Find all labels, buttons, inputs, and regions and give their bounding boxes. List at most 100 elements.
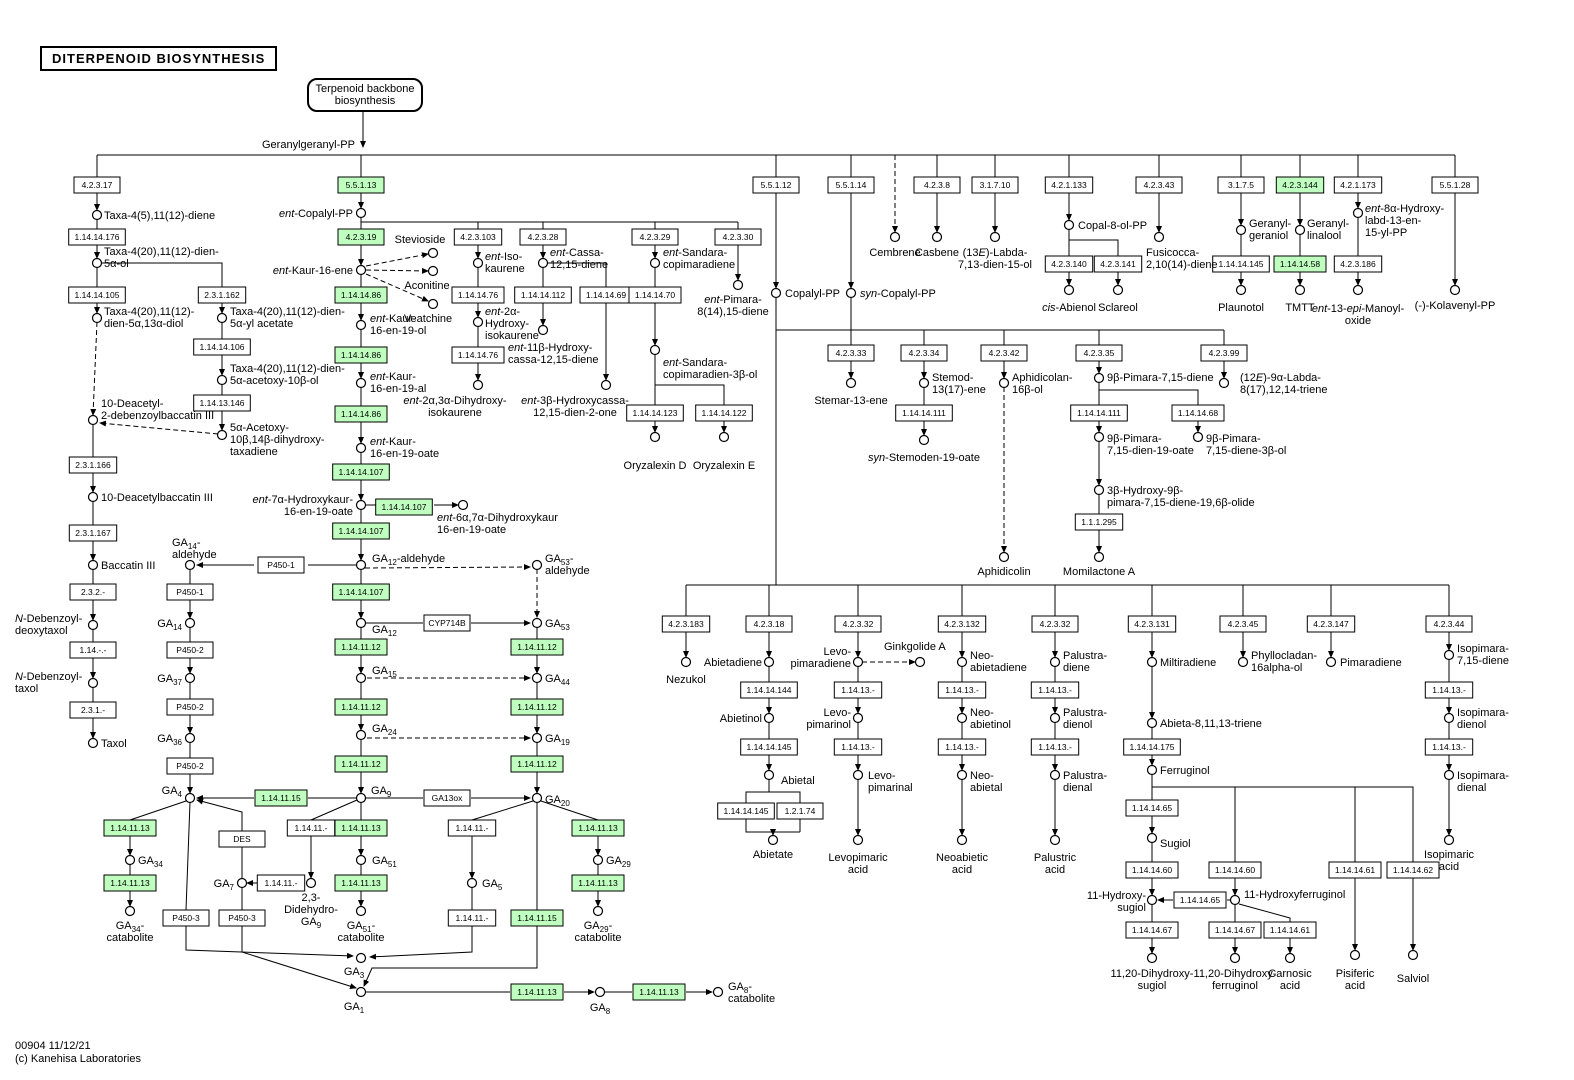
enzyme-box[interactable]	[740, 681, 798, 699]
compound-node[interactable]	[91, 312, 103, 324]
compound-node[interactable]	[184, 617, 196, 629]
compound-node[interactable]	[592, 854, 604, 866]
compound-node[interactable]	[1093, 484, 1105, 496]
enzyme-box[interactable]	[980, 344, 1028, 362]
compound-node[interactable]	[1218, 377, 1230, 389]
compound-node[interactable]	[216, 429, 228, 441]
compound-node[interactable]	[956, 769, 968, 781]
compound-node[interactable]	[1049, 656, 1061, 668]
compound-node[interactable]	[998, 377, 1010, 389]
compound-node[interactable]	[1449, 284, 1461, 296]
enzyme-box[interactable]	[971, 176, 1019, 194]
compound-node[interactable]	[998, 551, 1010, 563]
compound-node[interactable]	[355, 442, 367, 454]
enzyme-box[interactable]	[833, 738, 883, 756]
enzyme-box[interactable]	[334, 698, 388, 716]
compound-node[interactable]	[184, 672, 196, 684]
enzyme-box[interactable]	[423, 789, 471, 807]
enzyme-box[interactable]	[423, 614, 471, 632]
compound-node[interactable]	[1235, 284, 1247, 296]
compound-node[interactable]	[1443, 712, 1455, 724]
enzyme-box[interactable]	[900, 344, 948, 362]
compound-node[interactable]	[852, 769, 864, 781]
enzyme-box[interactable]	[510, 638, 564, 656]
compound-node[interactable]	[763, 656, 775, 668]
compound-node[interactable]	[712, 986, 724, 998]
enzyme-box[interactable]	[375, 498, 433, 516]
compound-node[interactable]	[1284, 952, 1296, 964]
enzyme-box[interactable]	[166, 641, 214, 659]
compound-node[interactable]	[1153, 231, 1165, 243]
compound-node[interactable]	[355, 792, 367, 804]
compound-node[interactable]	[355, 672, 367, 684]
enzyme-box[interactable]	[68, 524, 118, 542]
enzyme-box[interactable]	[334, 346, 388, 364]
compound-node[interactable]	[1146, 894, 1158, 906]
enzyme-box[interactable]	[833, 681, 883, 699]
enzyme-box[interactable]	[451, 286, 505, 304]
compound-node[interactable]	[956, 712, 968, 724]
compound-node[interactable]	[531, 672, 543, 684]
enzyme-box[interactable]	[453, 228, 503, 246]
enzyme-box[interactable]	[1217, 176, 1265, 194]
enzyme-box[interactable]	[1070, 404, 1128, 422]
compound-node[interactable]	[355, 854, 367, 866]
enzyme-box[interactable]	[827, 344, 875, 362]
compound-node[interactable]	[1049, 712, 1061, 724]
compound-node[interactable]	[472, 379, 484, 391]
compound-node[interactable]	[216, 312, 228, 324]
compound-node[interactable]	[1229, 952, 1241, 964]
enzyme-box[interactable]	[510, 983, 564, 1001]
compound-node[interactable]	[87, 677, 99, 689]
compound-node[interactable]	[918, 434, 930, 446]
enzyme-box[interactable]	[1093, 255, 1143, 273]
compound-node[interactable]	[732, 279, 744, 291]
compound-node[interactable]	[1146, 656, 1158, 668]
enzyme-box[interactable]	[447, 819, 497, 837]
enzyme-box[interactable]	[1263, 921, 1317, 939]
compound-node[interactable]	[236, 877, 248, 889]
compound-node[interactable]	[649, 431, 661, 443]
enzyme-box[interactable]	[632, 983, 686, 1001]
enzyme-box[interactable]	[937, 615, 987, 633]
enzyme-box[interactable]	[68, 456, 118, 474]
compound-node[interactable]	[531, 792, 543, 804]
compound-node[interactable]	[852, 712, 864, 724]
compound-node[interactable]	[763, 712, 775, 724]
terpenoid-backbone-link[interactable]: Terpenoid backbone biosynthesis	[307, 78, 423, 112]
compound-node[interactable]	[770, 287, 782, 299]
compound-node[interactable]	[845, 287, 857, 299]
enzyme-box[interactable]	[628, 286, 682, 304]
enzyme-box[interactable]	[1123, 738, 1181, 756]
compound-node[interactable]	[889, 231, 901, 243]
enzyme-box[interactable]	[162, 909, 210, 927]
compound-node[interactable]	[845, 377, 857, 389]
compound-node[interactable]	[989, 231, 1001, 243]
compound-node[interactable]	[184, 792, 196, 804]
compound-node[interactable]	[1294, 284, 1306, 296]
enzyme-box[interactable]	[103, 874, 157, 892]
compound-node[interactable]	[124, 854, 136, 866]
compound-node[interactable]	[91, 209, 103, 221]
enzyme-box[interactable]	[73, 176, 121, 194]
compound-node[interactable]	[1192, 431, 1204, 443]
compound-node[interactable]	[600, 379, 612, 391]
compound-node[interactable]	[1443, 649, 1455, 661]
enzyme-box[interactable]	[834, 615, 882, 633]
compound-node[interactable]	[91, 257, 103, 269]
enzyme-box[interactable]	[103, 819, 157, 837]
enzyme-box[interactable]	[937, 738, 987, 756]
enzyme-box[interactable]	[571, 874, 625, 892]
compound-node[interactable]	[355, 319, 367, 331]
compound-node[interactable]	[1443, 834, 1455, 846]
enzyme-box[interactable]	[69, 701, 117, 719]
compound-node[interactable]	[1146, 764, 1158, 776]
compound-node[interactable]	[87, 737, 99, 749]
enzyme-box[interactable]	[334, 874, 388, 892]
compound-node[interactable]	[918, 377, 930, 389]
enzyme-box[interactable]	[571, 819, 625, 837]
compound-node[interactable]	[1352, 207, 1364, 219]
enzyme-box[interactable]	[1333, 255, 1383, 273]
compound-node[interactable]	[1093, 551, 1105, 563]
enzyme-box[interactable]	[1386, 861, 1440, 879]
